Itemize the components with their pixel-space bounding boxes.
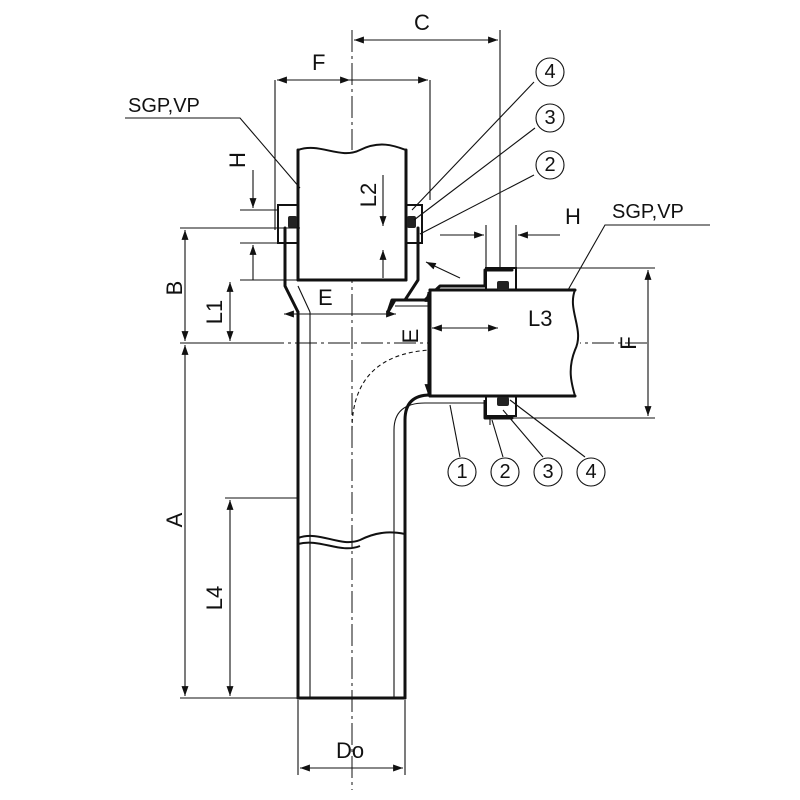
dim-label-f-top: F [312,50,325,75]
part-balloon-4-top: 4 [535,57,565,87]
part-balloon-3-top: 3 [535,103,565,133]
break-line [297,531,406,550]
side-pipe [428,267,580,417]
dim-label-h-side: H [565,204,581,229]
svg-text:2: 2 [544,154,555,176]
svg-text:3: 3 [542,461,553,483]
part-balloon-4-bottom: 4 [576,457,606,487]
svg-text:1: 1 [456,461,467,483]
part-balloons-bottom: 1 2 3 4 [447,457,606,487]
dim-label-e-horizontal: E [318,285,333,310]
svg-text:4: 4 [585,461,596,483]
dim-label-l2: L2 [356,183,381,207]
dim-label-c: C [414,10,430,35]
top-pipe [277,143,423,282]
dim-label-do: Do [336,738,364,763]
dim-label-h-top: H [225,152,250,168]
dimension-labels: C F H L2 B L1 E E H L3 F A L4 Do [162,10,641,763]
svg-text:4: 4 [544,61,555,83]
dim-label-a: A [162,512,187,527]
part-balloons-top: 4 3 2 [535,57,565,180]
svg-text:3: 3 [544,107,555,129]
extension-lines [180,30,655,775]
dim-label-l1: L1 [202,300,227,324]
pipe-label-side: SGP,VP [612,201,684,223]
dimension-lines [181,36,652,772]
dim-label-e-vertical: E [398,329,423,344]
part-balloon-2-bottom: 2 [490,457,520,487]
svg-text:2: 2 [499,461,510,483]
dim-label-l3: L3 [528,306,552,331]
pipe-material-labels: SGP,VP SGP,VP [128,95,684,223]
pipe-label-top: SGP,VP [128,95,200,117]
center-lines [262,30,650,790]
part-balloon-2-top: 2 [535,150,565,180]
leader-lines [125,81,710,458]
part-balloon-3-bottom: 3 [533,457,563,487]
dim-label-l4: L4 [202,586,227,610]
dim-label-f-side: F [616,336,641,349]
dim-label-b: B [162,281,187,296]
part-balloon-1-bottom: 1 [447,457,477,487]
